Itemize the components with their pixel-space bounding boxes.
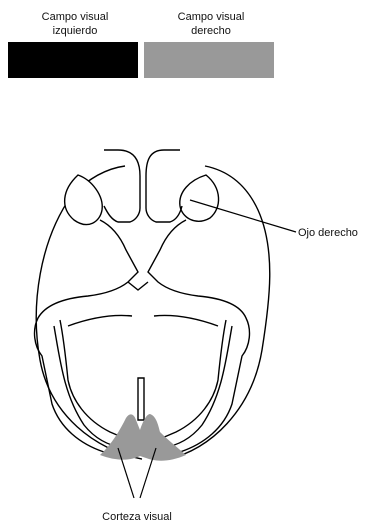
- visual-cortex-area: [100, 414, 186, 461]
- left-eye: [65, 175, 103, 225]
- visual-cortex-label: Corteza visual: [102, 511, 172, 523]
- right-eye-label: Ojo derecho: [298, 227, 358, 239]
- right-eye: [180, 175, 219, 221]
